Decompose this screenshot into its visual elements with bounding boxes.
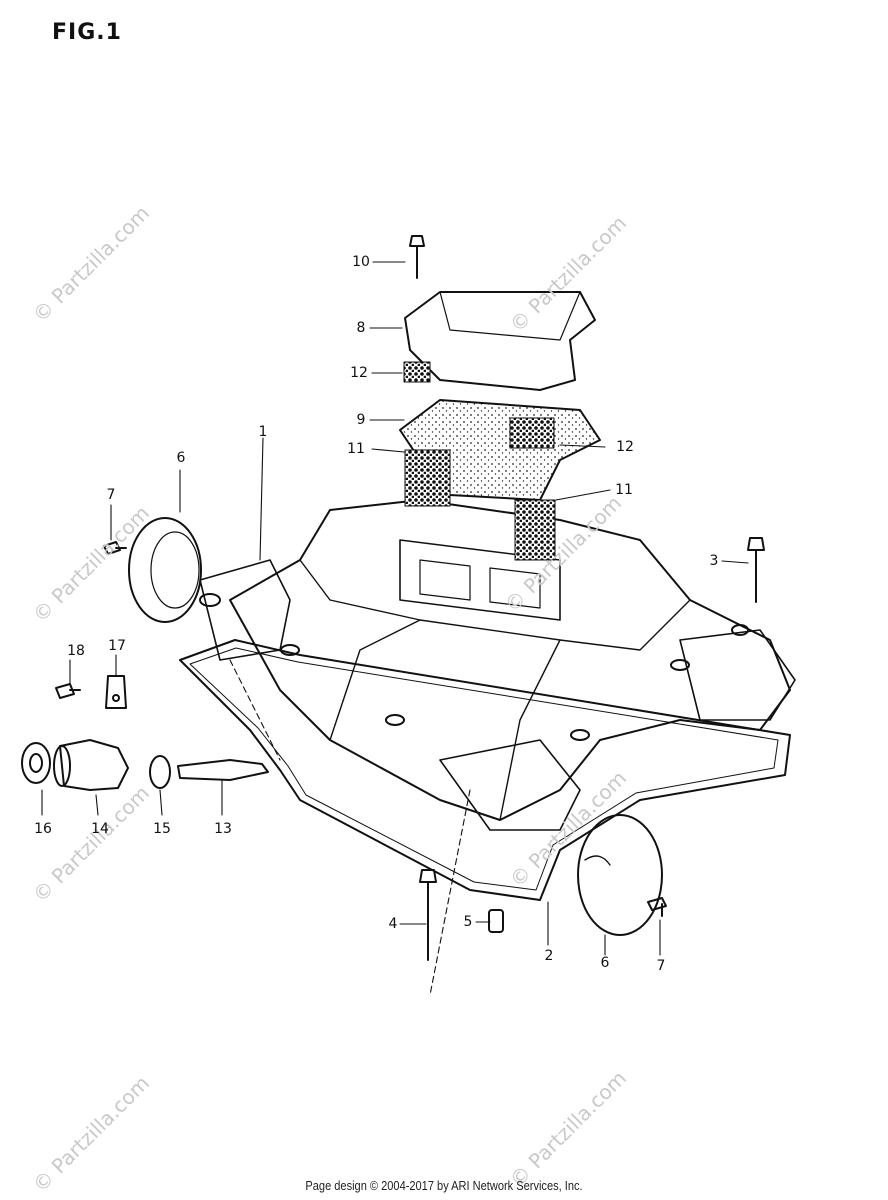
end-cap-6-right <box>577 814 663 936</box>
callout-7: 7 <box>106 487 116 503</box>
callout-12: 12 <box>350 365 368 381</box>
callout-7: 7 <box>656 958 666 974</box>
callout-5: 5 <box>463 914 473 930</box>
callout-14: 14 <box>91 821 109 837</box>
callout-2: 2 <box>544 948 554 964</box>
callout-11: 11 <box>347 441 365 457</box>
gasket-2 <box>179 639 791 901</box>
callout-10: 10 <box>352 254 370 270</box>
breather-cover-8 <box>404 291 596 391</box>
callout-18: 18 <box>67 643 85 659</box>
page-footer: Page design © 2004-2017 by ARI Network S… <box>305 1178 583 1193</box>
callout-9: 9 <box>356 412 366 428</box>
callout-6: 6 <box>600 955 610 971</box>
callout-12: 12 <box>616 439 634 455</box>
callout-4: 4 <box>388 916 398 932</box>
callout-16: 16 <box>34 821 52 837</box>
callout-15: 15 <box>153 821 171 837</box>
callout-11: 11 <box>615 482 633 498</box>
callout-13: 13 <box>214 821 232 837</box>
callout-8: 8 <box>356 320 366 336</box>
callout-1: 1 <box>258 424 268 440</box>
callout-17: 17 <box>108 638 126 654</box>
figure-title: FIG.1 <box>52 20 122 45</box>
callout-6: 6 <box>176 450 186 466</box>
end-cap-6-left <box>128 517 202 623</box>
callout-3: 3 <box>709 553 719 569</box>
